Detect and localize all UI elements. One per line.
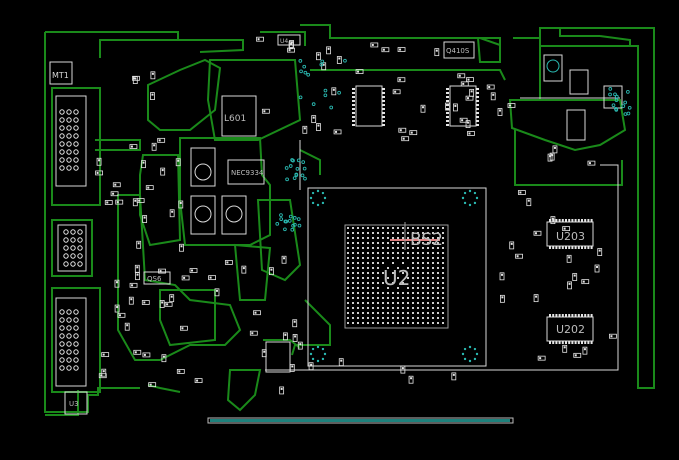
- designator-q410: Q410S: [446, 47, 470, 55]
- designator-u202: U202: [556, 323, 585, 336]
- bga-pins: [347, 227, 444, 324]
- regulator-right-3[interactable]: [603, 85, 623, 109]
- ic-u601[interactable]: [352, 85, 385, 127]
- part-qs6[interactable]: QS6: [143, 271, 171, 285]
- memory-chip-u203[interactable]: U203: [546, 219, 594, 249]
- designator-qs6: QS6: [147, 275, 162, 283]
- designator-u2: U2: [383, 266, 410, 290]
- designator-l601: L601: [224, 114, 246, 124]
- power-mosfet-3[interactable]: [221, 195, 247, 235]
- connector-dvi-top[interactable]: [55, 95, 87, 187]
- smd-components: [95, 36, 617, 395]
- designator-bs2: BS2: [410, 230, 443, 250]
- designator-mt1: MT1: [52, 71, 69, 80]
- gpu-u2[interactable]: U2 BS2: [307, 187, 487, 367]
- mounting-hole-mt1[interactable]: MT1: [49, 61, 73, 85]
- designator-u203: U203: [556, 230, 585, 243]
- gpu-corner-vias: [309, 189, 479, 363]
- designator-u4: U4: [280, 38, 288, 45]
- power-mosfet-4[interactable]: [265, 341, 291, 373]
- power-mosfet-2[interactable]: [190, 195, 216, 235]
- connector-dvi-bottom[interactable]: [55, 297, 87, 387]
- part-u3[interactable]: U3: [64, 391, 88, 415]
- regulator-right-4[interactable]: [566, 109, 586, 141]
- gpu-package-outline: [307, 187, 487, 367]
- pcie-edge-connector[interactable]: [210, 419, 510, 422]
- regulator-right-1[interactable]: [543, 54, 563, 82]
- silk-outlines: [207, 97, 620, 424]
- designator-nec: NEC9334: [231, 169, 264, 177]
- memory-chip-u202[interactable]: U202: [546, 314, 594, 344]
- copper-traces: [44, 24, 655, 416]
- gpu-bga-grid: [344, 224, 449, 329]
- inductor-l601[interactable]: L601: [221, 95, 257, 137]
- regulator-right-2[interactable]: [569, 69, 589, 95]
- designator-u3: U3: [69, 400, 79, 408]
- connector-svideo[interactable]: [57, 224, 87, 272]
- part-nec[interactable]: NEC9334: [227, 159, 265, 185]
- power-mosfet-1[interactable]: [190, 147, 216, 187]
- part-q410s[interactable]: Q410S: [443, 41, 475, 59]
- via-holes: [275, 58, 632, 232]
